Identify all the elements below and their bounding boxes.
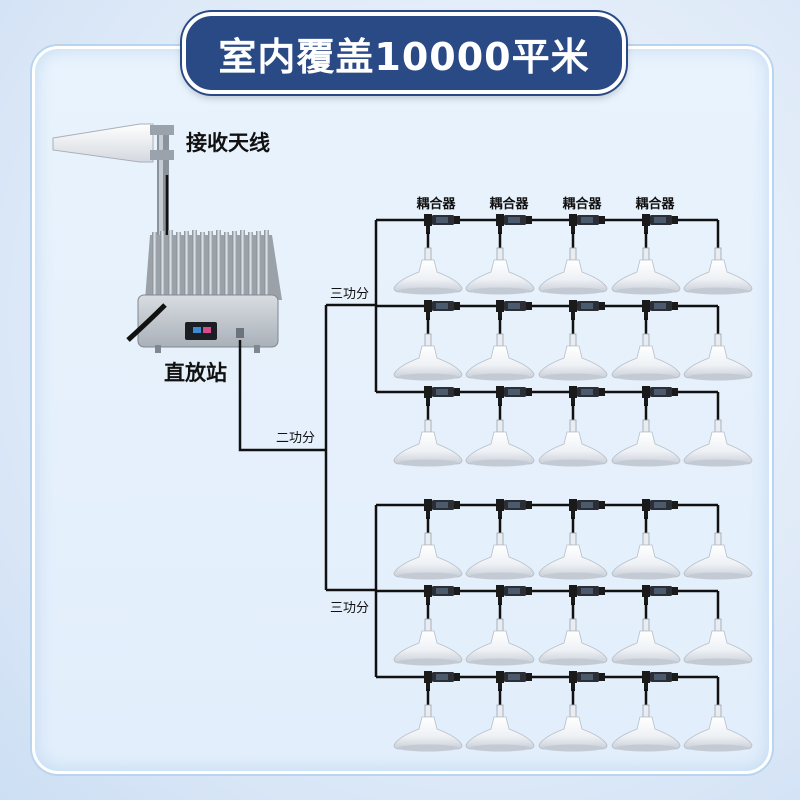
ceiling-antenna-icon	[393, 419, 463, 467]
two-way-splitter-label: 二功分	[276, 431, 315, 446]
ceiling-antenna-icon	[683, 704, 753, 752]
coupler-icon	[642, 214, 678, 234]
antenna-row	[376, 386, 753, 467]
coupler-icon	[424, 386, 460, 406]
coupler-icon	[569, 300, 605, 320]
coupler-icon	[569, 671, 605, 691]
ceiling-antenna-icon	[683, 532, 753, 580]
coupler-icon	[496, 499, 532, 519]
ceiling-antenna-icon	[538, 419, 608, 467]
heat-fin	[152, 232, 157, 298]
ceiling-antenna-icon	[538, 532, 608, 580]
heat-fin	[200, 232, 205, 298]
heat-fin	[224, 232, 229, 298]
heat-fin	[216, 230, 221, 296]
heat-fin	[256, 231, 261, 297]
repeater-label: 直放站	[164, 361, 227, 385]
ceiling-antenna-icon	[683, 333, 753, 381]
heat-fin	[240, 230, 245, 296]
trunk-cables	[238, 303, 376, 592]
heat-fin	[208, 231, 213, 297]
ceiling-antenna-icon	[393, 333, 463, 381]
ceiling-antenna-icon	[538, 618, 608, 666]
ceiling-antenna-icon	[538, 333, 608, 381]
ceiling-antenna-icon	[538, 704, 608, 752]
coupler-icon	[642, 671, 678, 691]
ceiling-antenna-icon	[465, 419, 535, 467]
heat-fin	[248, 232, 253, 298]
coupler-icon	[496, 214, 532, 234]
ceiling-antenna-icon	[393, 247, 463, 295]
ceiling-antenna-icon	[465, 704, 535, 752]
coupler-icon	[569, 499, 605, 519]
coupler-icon	[496, 300, 532, 320]
coupler-icon	[424, 214, 460, 234]
page-title: 室内覆盖10000平米	[182, 12, 626, 94]
ceiling-antenna-icon	[611, 247, 681, 295]
coupler-label-2: 耦合器	[489, 196, 529, 212]
ceiling-antenna-icon	[611, 704, 681, 752]
coupler-icon	[642, 585, 678, 605]
coupler-icon	[424, 300, 460, 320]
coupler-icon	[424, 671, 460, 691]
antenna-grid	[374, 214, 753, 752]
coupler-label-4: 耦合器	[635, 196, 675, 212]
ceiling-antenna-icon	[465, 618, 535, 666]
ceiling-antenna-icon	[611, 419, 681, 467]
antenna-row	[376, 214, 753, 295]
yagi-panel-antenna-icon	[52, 123, 154, 163]
repeater-unit-icon	[126, 230, 282, 353]
antenna-row	[376, 300, 753, 381]
heat-fin	[264, 230, 269, 296]
antenna-label: 接收天线	[186, 131, 270, 155]
ceiling-antenna-icon	[465, 532, 535, 580]
coupler-icon	[642, 499, 678, 519]
coupler-icon	[424, 499, 460, 519]
ceiling-antenna-icon	[611, 618, 681, 666]
heat-fin	[176, 232, 181, 298]
antenna-row	[376, 499, 753, 580]
antenna-row	[376, 585, 753, 666]
ceiling-antenna-icon	[393, 618, 463, 666]
ceiling-antenna-icon	[393, 704, 463, 752]
coupler-icon	[424, 585, 460, 605]
ceiling-antenna-icon	[683, 618, 753, 666]
three-way-splitter-bottom-label: 三功分	[330, 601, 369, 616]
coupler-icon	[569, 214, 605, 234]
repeater-heat-fins	[152, 230, 269, 298]
coupler-header-labels: 耦合器 耦合器 耦合器 耦合器	[416, 196, 675, 212]
coupler-icon	[496, 585, 532, 605]
coupler-icon	[569, 386, 605, 406]
ceiling-antenna-icon	[393, 532, 463, 580]
three-way-splitter-top-label: 三功分	[330, 287, 369, 302]
coupler-label-1: 耦合器	[416, 196, 456, 212]
heat-fin	[160, 231, 165, 297]
coupler-icon	[642, 300, 678, 320]
ceiling-antenna-icon	[611, 333, 681, 381]
ceiling-antenna-icon	[683, 247, 753, 295]
heat-fin	[192, 230, 197, 296]
heat-fin	[184, 231, 189, 297]
ceiling-antenna-icon	[465, 333, 535, 381]
coupler-icon	[642, 386, 678, 406]
ceiling-antenna-icon	[538, 247, 608, 295]
antenna-row	[376, 671, 753, 752]
heat-fin	[168, 230, 173, 296]
ceiling-antenna-icon	[683, 419, 753, 467]
ceiling-antenna-icon	[465, 247, 535, 295]
coupler-icon	[496, 386, 532, 406]
coupler-label-3: 耦合器	[562, 196, 602, 212]
coupler-icon	[569, 585, 605, 605]
coupler-icon	[496, 671, 532, 691]
ceiling-antenna-icon	[611, 532, 681, 580]
heat-fin	[232, 231, 237, 297]
